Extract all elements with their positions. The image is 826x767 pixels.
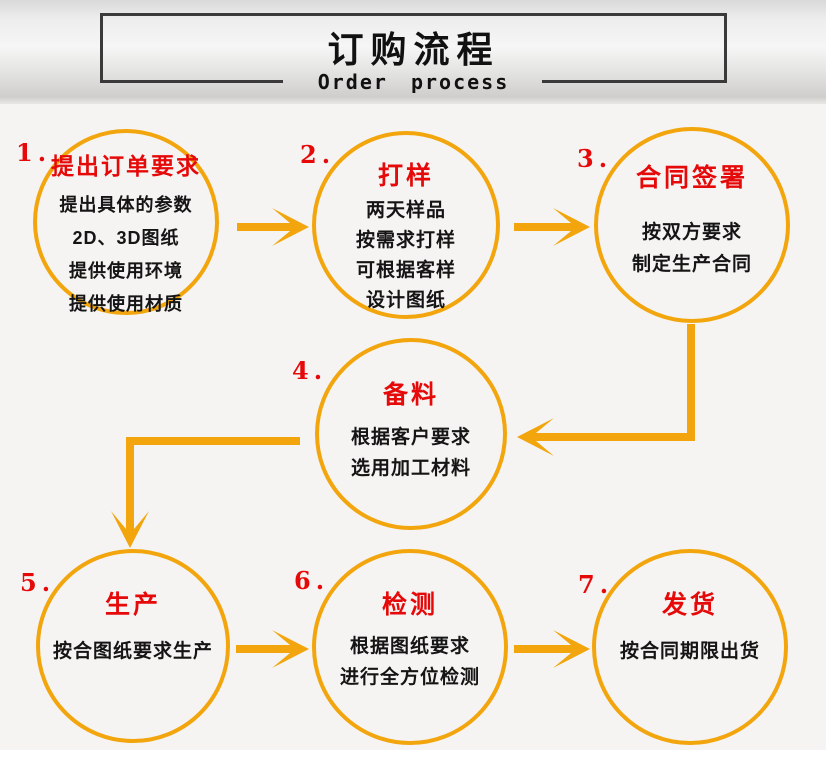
step-7-line: 按合同期限出货 — [619, 641, 760, 662]
step-4-details: 根据客户要求 选用加工材料 — [319, 422, 503, 484]
arrow-step1-to-step2-icon — [237, 208, 309, 246]
step-7-number: 7. — [578, 570, 614, 599]
step-2-details: 两天样品 按需求打样 可根据客样 设计图纸 — [316, 196, 496, 316]
connector-step4-left-line — [126, 437, 300, 445]
step-4-line: 选用加工材料 — [350, 458, 471, 479]
step-4-line: 根据客户要求 — [350, 427, 471, 448]
step-1-circle: 提出订单要求 提出具体的参数 2D、3D图纸 提供使用环境 提供使用材质 — [33, 129, 219, 315]
arrow-step2-to-step3-icon — [514, 208, 590, 246]
title-box-divider-right — [542, 80, 727, 83]
step-7-title: 发货 — [661, 591, 718, 619]
step-5-number: 5. — [20, 568, 56, 597]
step-2-line: 两天样品 — [365, 200, 446, 221]
step-6-line: 进行全方位检测 — [339, 667, 480, 688]
bottom-white-strip — [0, 750, 826, 767]
page-subtitle: Order process — [317, 70, 510, 94]
header-band: 订购流程 Order process — [0, 0, 826, 104]
step-1-line: 2D、3D图纸 — [72, 228, 180, 248]
step-7-circle: 发货 按合同期限出货 — [592, 549, 788, 745]
step-5-title: 生产 — [104, 591, 161, 619]
step-1-number: 1. — [16, 138, 52, 167]
step-2-line: 按需求打样 — [355, 230, 456, 251]
arrow-step6-to-step7-icon — [514, 630, 590, 668]
step-2-line: 可根据客样 — [355, 260, 456, 281]
step-1-details: 提出具体的参数 2D、3D图纸 提供使用环境 提供使用材质 — [37, 189, 215, 321]
connector-step3-down-line — [687, 324, 695, 441]
page-title: 订购流程 — [327, 29, 500, 71]
step-1-line: 提出具体的参数 — [59, 195, 193, 215]
step-2-title: 打样 — [377, 162, 434, 190]
step-4-circle: 备料 根据客户要求 选用加工材料 — [315, 338, 507, 530]
step-3-line: 按双方要求 — [641, 222, 742, 243]
step-7-details: 按合同期限出货 — [596, 636, 784, 667]
step-6-line: 根据图纸要求 — [349, 636, 470, 657]
arrow-step5-to-step6-icon — [236, 630, 309, 668]
step-4-title: 备料 — [382, 381, 439, 409]
title-box-divider-left — [100, 80, 283, 83]
arrow-step3-to-step4-icon — [517, 418, 695, 456]
step-3-number: 3. — [577, 144, 613, 173]
step-2-line: 设计图纸 — [365, 290, 446, 311]
step-1-line: 提供使用材质 — [69, 294, 183, 314]
step-3-line: 制定生产合同 — [631, 254, 752, 275]
step-3-title: 合同签署 — [635, 164, 748, 192]
title-box: 订购流程 Order process — [100, 13, 727, 94]
step-6-title: 检测 — [381, 591, 438, 619]
step-5-circle: 生产 按合图纸要求生产 — [36, 549, 230, 743]
step-6-details: 根据图纸要求 进行全方位检测 — [316, 631, 504, 693]
step-2-circle: 打样 两天样品 按需求打样 可根据客样 设计图纸 — [312, 131, 500, 319]
step-5-line: 按合图纸要求生产 — [52, 641, 213, 662]
step-2-number: 2. — [300, 140, 336, 169]
step-3-circle: 合同签署 按双方要求 制定生产合同 — [594, 127, 790, 323]
step-4-number: 4. — [292, 356, 328, 385]
step-1-line: 提供使用环境 — [69, 261, 183, 281]
arrow-step4-to-step5-icon — [111, 437, 149, 548]
step-1-title: 提出订单要求 — [51, 153, 201, 179]
step-5-details: 按合图纸要求生产 — [40, 636, 226, 667]
step-6-circle: 检测 根据图纸要求 进行全方位检测 — [312, 549, 508, 745]
step-6-number: 6. — [294, 566, 330, 595]
step-3-details: 按双方要求 制定生产合同 — [598, 217, 786, 281]
